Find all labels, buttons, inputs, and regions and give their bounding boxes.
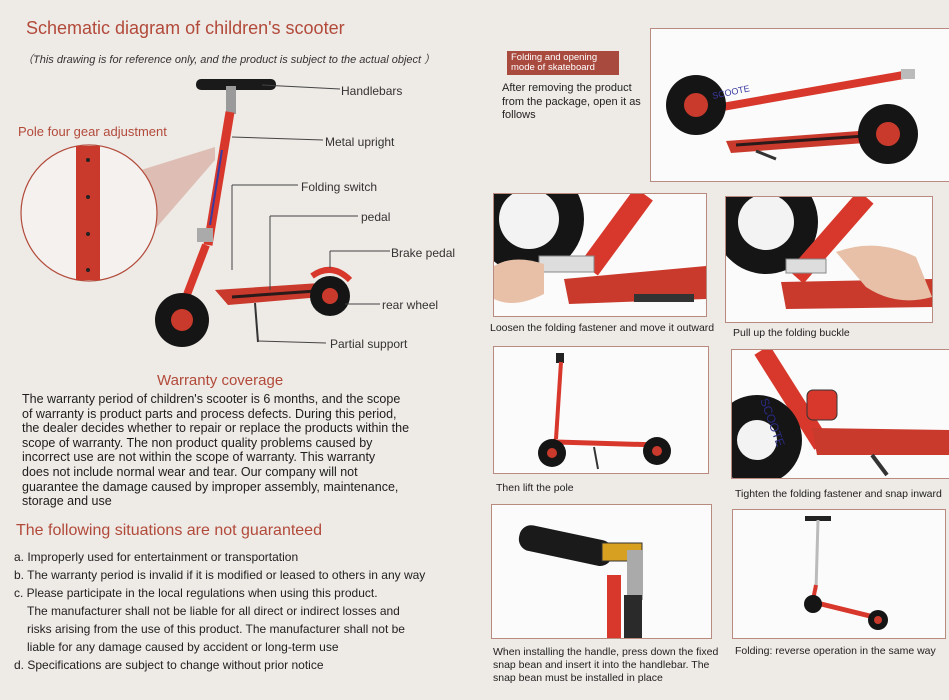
callout-handlebars: Handlebars — [341, 84, 403, 98]
callout-folding-switch: Folding switch — [301, 180, 378, 194]
panel-unfolded-scooter: SCOOTE — [650, 28, 949, 182]
list-item: d. Specifications are subject to change … — [14, 658, 324, 672]
warranty-line: does not include normal wear and tear. O… — [22, 464, 358, 479]
panel-step-6 — [732, 509, 946, 639]
list-item: The manufacturer shall not be liable for… — [27, 604, 400, 618]
brake-pedal-fender — [310, 267, 353, 283]
callout-rear-wheel: rear wheel — [382, 298, 439, 312]
not-guaranteed-heading: The following situations are not guarant… — [16, 522, 322, 539]
callout-pedal: pedal — [361, 210, 391, 224]
list-item: a. Improperly used for entertainment or … — [14, 550, 299, 564]
warranty-line: The warranty period of children's scoote… — [22, 392, 401, 406]
folding-badge: Folding and opening mode of skateboard — [507, 51, 619, 75]
warranty-line: of warranty is product parts and process… — [22, 406, 397, 421]
callout-brake-pedal: Brake pedal — [391, 246, 456, 260]
page-subtitle: （This drawing is for reference only, and… — [22, 54, 436, 66]
pole-hole — [86, 158, 90, 162]
warranty-line: the dealer decides whether to repair or … — [22, 421, 410, 436]
warranty-heading: Warranty coverage — [157, 372, 284, 389]
zoomed-pole — [76, 146, 100, 280]
step-3-caption: Then lift the pole — [496, 482, 574, 494]
callout-metal-upright: Metal upright — [325, 135, 395, 149]
panel-step-3 — [493, 346, 709, 474]
list-item: liable for any damage caused by accident… — [27, 640, 339, 654]
scooter-stem — [203, 111, 235, 246]
callout-partial-support: Partial support — [330, 337, 408, 351]
list-item: risks arising from the use of this produ… — [27, 622, 405, 636]
step-2-caption: Pull up the folding buckle — [733, 327, 850, 339]
folding-intro: After removing the product from the pack… — [502, 82, 641, 121]
step-4-caption: Tighten the folding fastener and snap in… — [735, 488, 942, 500]
not-guaranteed-list: a. Improperly used for entertainment or … — [14, 548, 474, 674]
list-item: b. The warranty period is invalid if it … — [14, 568, 426, 582]
panel-step-4: SCOOTE — [731, 349, 949, 479]
warranty-line: scope of warranty. The non product quali… — [22, 435, 373, 450]
warranty-line: guarantee the damage caused by improper … — [22, 479, 399, 494]
step-3-illustration — [538, 353, 671, 470]
step-4-illustration: SCOOTE — [732, 350, 949, 478]
kickstand — [254, 302, 259, 343]
step-2-illustration — [726, 197, 932, 309]
step-5-caption: When installing the handle, press down t… — [493, 646, 719, 684]
warranty-text: The warranty period of children's scoote… — [22, 392, 457, 509]
unfolded-scooter-illustration: SCOOTE — [666, 69, 918, 164]
step-1-illustration — [494, 194, 706, 304]
warranty-line: storage and use — [22, 494, 112, 509]
pole-adjustment-label: Pole four gear adjustment — [18, 124, 167, 139]
step-5-illustration — [518, 525, 643, 638]
step-1-caption: Loosen the folding fastener and move it … — [490, 322, 715, 334]
scooter-drawing — [155, 79, 353, 347]
pole-hole — [86, 195, 90, 199]
step-6-illustration — [804, 516, 888, 630]
scooter-schematic — [20, 79, 390, 347]
page-title: Schematic diagram of children's scooter — [26, 18, 345, 38]
step-6-caption: Folding: reverse operation in the same w… — [735, 645, 936, 657]
panel-step-2 — [725, 196, 933, 323]
warranty-line: incorrect use are not within the scope o… — [22, 450, 376, 465]
panel-step-1 — [493, 193, 707, 317]
handlebar-grip — [196, 79, 276, 90]
pole-hole — [86, 268, 90, 272]
panel-step-5 — [491, 504, 712, 639]
list-item: c. Please participate in the local regul… — [14, 586, 378, 600]
pole-hole — [86, 232, 90, 236]
